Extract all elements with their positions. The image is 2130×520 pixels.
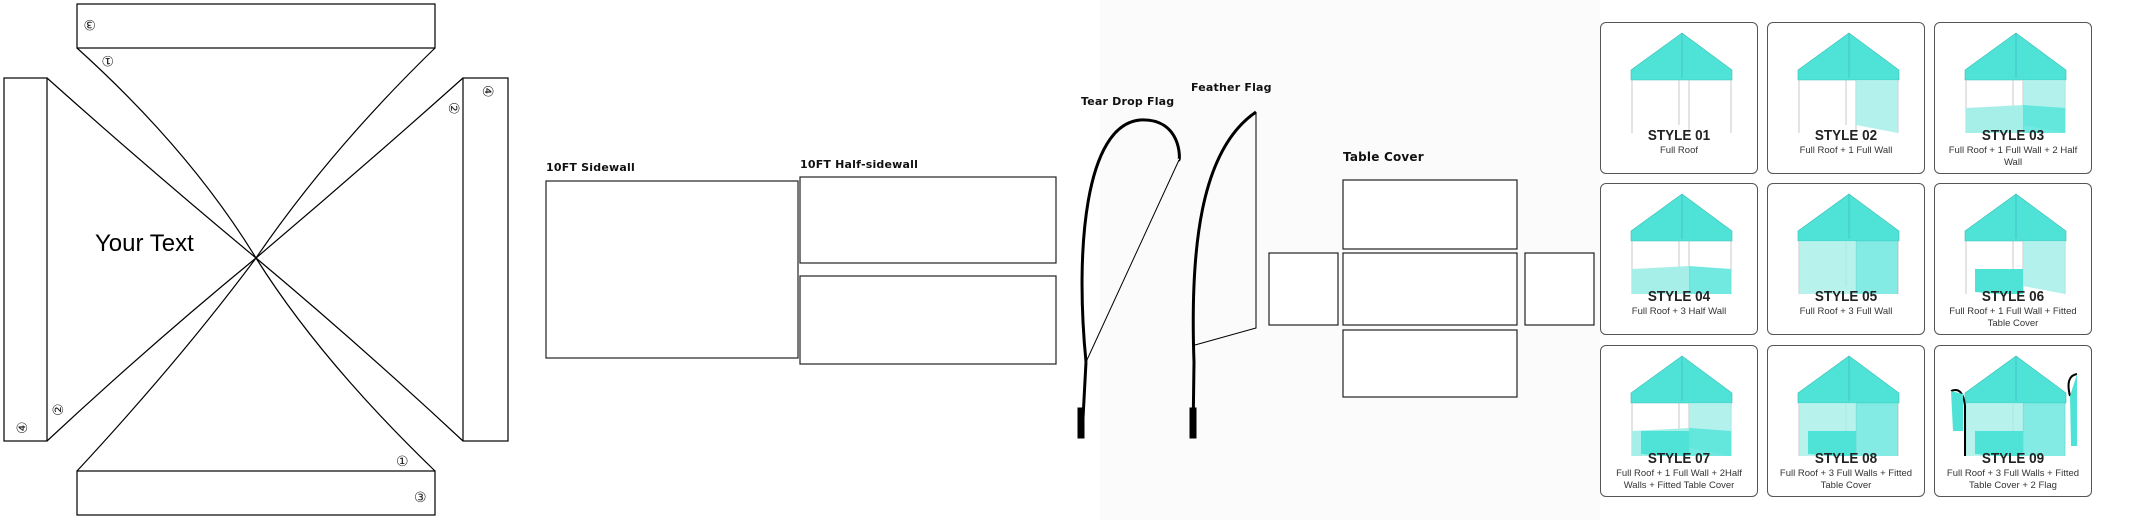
teardrop-flag-base bbox=[1077, 407, 1085, 439]
tent-illustration-icon bbox=[1797, 193, 1900, 294]
style-title: STYLE 01 bbox=[1647, 127, 1711, 144]
seam-line bbox=[46, 77, 464, 442]
sidewall-label: 10FT Sidewall bbox=[546, 161, 635, 174]
left-valance bbox=[3, 77, 48, 442]
marker-two: ② bbox=[445, 102, 461, 115]
half-sidewall-panel bbox=[799, 275, 1057, 365]
sidewall-panel bbox=[545, 180, 799, 359]
table-cover-top bbox=[1342, 179, 1518, 250]
tent-illustration-icon bbox=[1630, 355, 1733, 456]
teardrop-flag-edge bbox=[1085, 159, 1180, 363]
half-sidewall-label: 10FT Half-sidewall bbox=[800, 158, 919, 171]
table-cover-back bbox=[1342, 329, 1518, 398]
style-title: STYLE 05 bbox=[1814, 288, 1878, 305]
style-title: STYLE 06 bbox=[1981, 288, 2045, 305]
style-description: Full Roof + 1 Full Wall + Fitted Table C… bbox=[1949, 306, 2077, 329]
tent-illustration-icon bbox=[1964, 32, 2067, 133]
bottom-valance bbox=[76, 470, 436, 516]
style-title: STYLE 02 bbox=[1814, 127, 1878, 144]
table-cover-left bbox=[1268, 252, 1339, 326]
teardrop-flag-frame bbox=[1080, 118, 1181, 363]
seam-line bbox=[76, 47, 436, 472]
top-valance bbox=[76, 3, 436, 49]
marker-one: ① bbox=[101, 52, 114, 68]
style-title: STYLE 04 bbox=[1647, 288, 1711, 305]
tent-illustration-icon bbox=[1964, 193, 2067, 294]
style-title: STYLE 07 bbox=[1647, 450, 1711, 467]
table-cover-label: Table Cover bbox=[1343, 150, 1424, 164]
right-valance bbox=[462, 77, 509, 442]
style-description: Full Roof bbox=[1659, 145, 1698, 156]
feather-flag-frame bbox=[1191, 110, 1257, 363]
seam-line bbox=[76, 47, 436, 472]
marker-two: ② bbox=[51, 403, 67, 416]
marker-one: ① bbox=[396, 454, 409, 470]
feather-flag-label: Feather Flag bbox=[1191, 81, 1272, 94]
style-title: STYLE 08 bbox=[1814, 450, 1878, 467]
style-description: Full Roof + 1 Full Wall + 2 Half Wall bbox=[1948, 145, 2078, 168]
feather-flag-edge bbox=[1194, 112, 1257, 346]
style-description: Full Roof + 1 Full Wall + 2Half Walls + … bbox=[1616, 468, 1742, 491]
style-description: Full Roof + 3 Full Walls + Fitted Table … bbox=[1946, 468, 2080, 491]
style-title: STYLE 09 bbox=[1981, 450, 2045, 467]
your-text-placeholder: Your Text bbox=[95, 230, 194, 257]
style-title: STYLE 03 bbox=[1981, 127, 2045, 144]
teardrop-flag-label: Tear Drop Flag bbox=[1081, 95, 1175, 108]
marker-three: ③ bbox=[414, 490, 427, 506]
tent-illustration-icon bbox=[1797, 32, 1900, 133]
style-description: Full Roof + 1 Full Wall bbox=[1799, 145, 1893, 156]
tent-illustration-icon bbox=[1797, 355, 1900, 456]
marker-four: ④ bbox=[15, 421, 31, 434]
table-cover-right bbox=[1524, 252, 1595, 326]
style-description: Full Roof + 3 Full Walls + Fitted Table … bbox=[1779, 468, 1913, 491]
feather-flag-base bbox=[1189, 407, 1197, 439]
style-description: Full Roof + 3 Half Wall bbox=[1631, 306, 1727, 317]
marker-three: ③ bbox=[83, 16, 96, 32]
tent-illustration-icon bbox=[1950, 355, 2078, 456]
half-sidewall-panel bbox=[799, 176, 1057, 264]
tent-illustration-icon bbox=[1630, 32, 1733, 133]
table-cover-front bbox=[1342, 252, 1518, 326]
marker-four: ④ bbox=[479, 85, 495, 98]
tent-illustration-icon bbox=[1630, 193, 1733, 294]
style-description: Full Roof + 3 Full Wall bbox=[1799, 306, 1893, 317]
